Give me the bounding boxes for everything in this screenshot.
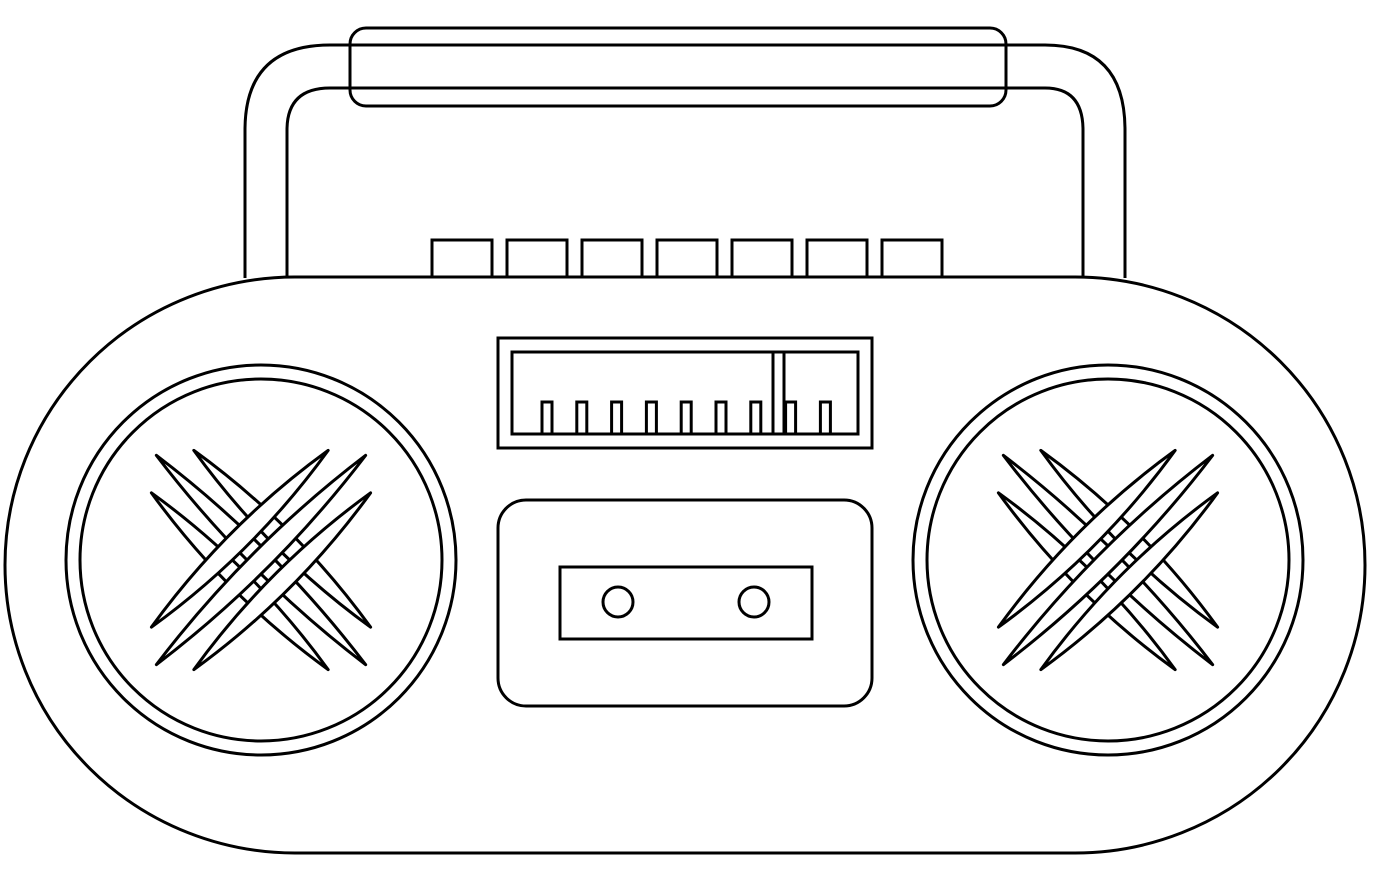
button-icon bbox=[805, 238, 869, 282]
tuner-tick bbox=[818, 400, 832, 434]
tuner-tick bbox=[784, 400, 798, 434]
button-icon bbox=[580, 238, 644, 282]
cassette-window bbox=[558, 565, 814, 641]
cassette-reel-left bbox=[601, 585, 635, 619]
speaker-grille bbox=[996, 448, 1220, 672]
tuner-display bbox=[496, 336, 874, 450]
handle bbox=[243, 26, 1127, 278]
tuner-tick bbox=[610, 400, 624, 434]
handle-grip bbox=[348, 26, 1008, 108]
button-icon bbox=[730, 238, 794, 282]
tuner-tick bbox=[644, 400, 658, 434]
button-icon bbox=[505, 238, 569, 282]
speaker-grille bbox=[149, 448, 373, 672]
button-icon bbox=[655, 238, 719, 282]
tuner-display-frame bbox=[496, 336, 874, 450]
speaker-icon bbox=[911, 363, 1305, 757]
cassette-door bbox=[496, 498, 874, 708]
tuner-tick bbox=[749, 400, 763, 434]
tuner-ticks bbox=[540, 400, 832, 434]
cassette-reel-right bbox=[737, 585, 771, 619]
handle-inner-loop bbox=[285, 86, 1085, 278]
speakers bbox=[64, 363, 1305, 757]
grille-leaf bbox=[1039, 491, 1220, 672]
grille-leaf bbox=[149, 448, 330, 629]
tuner-tick bbox=[540, 400, 554, 434]
tuner-display-window bbox=[510, 350, 860, 436]
speaker-icon bbox=[64, 363, 458, 757]
grille-leaf bbox=[1001, 453, 1215, 667]
top-buttons bbox=[430, 238, 944, 282]
tuner-tick bbox=[714, 400, 728, 434]
button-icon bbox=[430, 238, 494, 282]
grille-leaf bbox=[192, 491, 373, 672]
grille-leaf bbox=[996, 448, 1177, 629]
handle-outer-loop bbox=[243, 43, 1127, 278]
tuner-tick bbox=[575, 400, 589, 434]
cassette-deck bbox=[496, 498, 874, 708]
tuner-tick bbox=[679, 400, 693, 434]
grille-leaf bbox=[154, 453, 368, 667]
button-icon bbox=[880, 238, 944, 282]
